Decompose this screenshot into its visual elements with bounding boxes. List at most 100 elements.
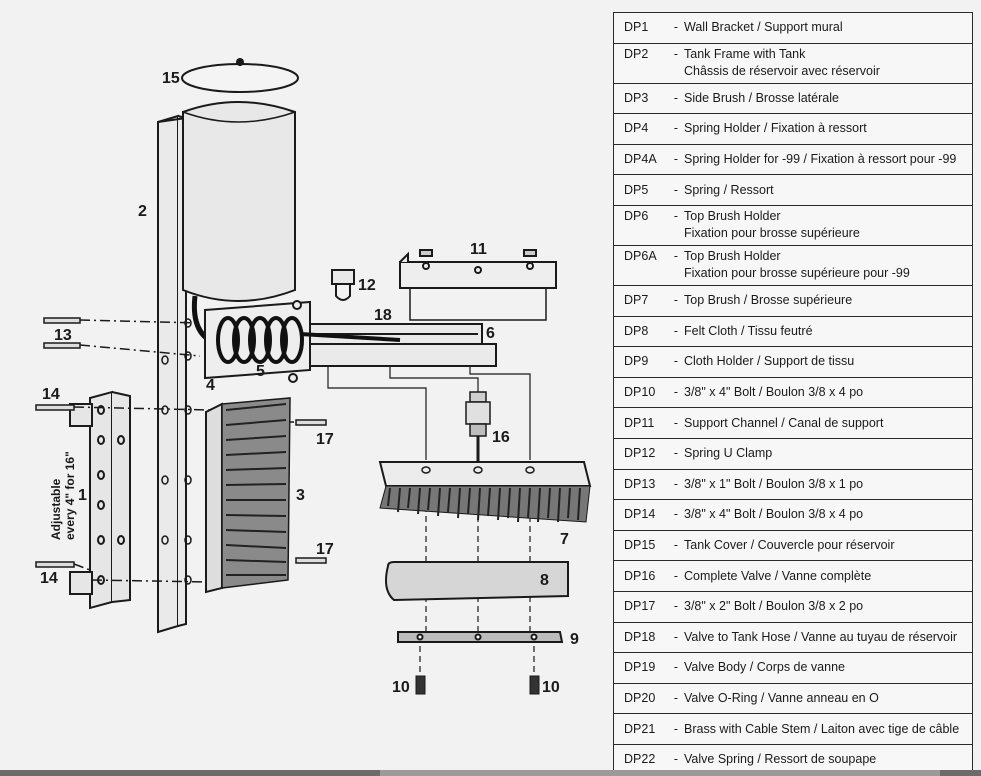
part-dash: - <box>673 385 679 400</box>
part-code: DP13 <box>624 476 656 491</box>
part-code: DP20 <box>624 690 656 705</box>
callout-6: 6 <box>486 325 495 342</box>
part-dash: - <box>673 293 679 308</box>
parts-line-1: DP7-Top Brush / Brosse supérieure <box>624 292 972 309</box>
parts-row: DP4A-Spring Holder for -99 / Fixation à … <box>613 143 973 176</box>
part-dash: - <box>673 599 679 614</box>
adjustable-note: Adjustable every 4" for 16" <box>49 451 77 540</box>
part-dash: - <box>673 90 679 105</box>
callout-2: 2 <box>138 203 147 220</box>
parts-cell: DP17-3/8" x 2" Bolt / Boulon 3/8 x 2 po <box>613 590 973 623</box>
parts-line-1: DP14-3/8" x 4" Bolt / Boulon 3/8 x 4 po <box>624 506 972 523</box>
parts-row: DP4-Spring Holder / Fixation à ressort <box>613 113 973 145</box>
callout-11: 11 <box>470 241 487 258</box>
tank-frame <box>157 114 187 634</box>
part-description: Top Brush Holder <box>684 209 781 224</box>
part-description: Complete Valve / Vanne complète <box>684 568 872 583</box>
parts-row: DP19-Valve Body / Corps de vanne <box>613 652 973 684</box>
parts-line-1: DP22-Valve Spring / Ressort de soupape <box>624 751 972 768</box>
side-brush <box>205 397 291 594</box>
part-code: DP15 <box>624 538 656 553</box>
parts-line-1: DP12-Spring U Clamp <box>624 445 972 462</box>
part-dash: - <box>673 507 679 522</box>
valve-hose <box>299 332 401 342</box>
wall-bracket <box>69 390 131 610</box>
parts-row: DP3 -Side Brush / Brosse latérale <box>613 82 973 115</box>
bolts-13 <box>43 317 201 357</box>
part-code: DP10 <box>624 385 656 400</box>
spring <box>216 316 304 364</box>
parts-cell: DP4-Spring Holder / Fixation à ressort <box>613 113 973 145</box>
parts-row: DP11-Support Channel / Canal de support <box>613 407 973 439</box>
callout-14b: 14 <box>40 570 58 587</box>
part-description: Valve O-Ring / Vanne anneau en O <box>684 690 879 705</box>
part-description: Brass with Cable Stem / Laiton avec tige… <box>684 721 960 736</box>
parts-cell: DP3 -Side Brush / Brosse latérale <box>613 82 973 115</box>
parts-line-1: DP6-Top Brush Holder <box>624 208 972 225</box>
part-dash: - <box>673 354 679 369</box>
part-code: DP8 <box>624 323 649 338</box>
part-description: Top Brush Holder <box>684 249 781 264</box>
part-description: Valve to Tank Hose / Vanne au tuyau de r… <box>684 629 958 644</box>
top-brush <box>378 461 592 523</box>
part-code: DP12 <box>624 446 656 461</box>
part-description: Spring Holder / Fixation à ressort <box>684 121 867 136</box>
part-dash: - <box>673 629 679 644</box>
parts-cell: DP8-Felt Cloth / Tissu feutré <box>613 315 973 348</box>
part-dash: - <box>673 690 679 705</box>
parts-cell: DP4A-Spring Holder for -99 / Fixation à … <box>613 143 973 176</box>
part-dash: - <box>673 20 679 35</box>
bottom-scrollbar[interactable] <box>0 770 981 776</box>
parts-row: DP13-3/8" x 1" Bolt / Boulon 3/8 x 1 po <box>613 468 973 501</box>
parts-row: DP1-Wall Bracket / Support mural <box>613 12 973 44</box>
part-code: DP22 <box>624 752 656 767</box>
callout-labels: 15 2 12 11 18 6 13 4 5 14 17 16 1 3 7 17… <box>40 70 579 696</box>
tank <box>182 101 296 302</box>
scrollbar-thumb[interactable] <box>380 770 940 776</box>
parts-row: DP17-3/8" x 2" Bolt / Boulon 3/8 x 2 po <box>613 590 973 623</box>
parts-row: DP16-Complete Valve / Vanne complète <box>613 560 973 592</box>
part-code: DP3 <box>624 90 649 105</box>
spring-u-clamp <box>331 269 355 301</box>
exploded-parts-diagram: 15 2 12 11 18 6 13 4 5 14 17 16 1 3 7 17… <box>35 58 592 696</box>
parts-row: DP9-Cloth Holder / Support de tissu <box>613 346 973 378</box>
part-dash: - <box>673 152 679 167</box>
callout-12: 12 <box>358 277 376 294</box>
parts-line-1: DP13-3/8" x 1" Bolt / Boulon 3/8 x 1 po <box>624 476 972 493</box>
parts-row: DP12-Spring U Clamp <box>613 437 973 470</box>
parts-cell: DP16-Complete Valve / Vanne complète <box>613 560 973 592</box>
cloth-holder <box>397 631 564 643</box>
parts-line-1: DP2-Tank Frame with Tank <box>624 46 972 63</box>
parts-row: DP14-3/8" x 4" Bolt / Boulon 3/8 x 4 po <box>613 499 973 531</box>
parts-line-1: DP11-Support Channel / Canal de support <box>624 415 972 432</box>
callout-8: 8 <box>540 572 549 589</box>
callout-17b: 17 <box>316 541 334 558</box>
part-code: DP9 <box>624 354 649 369</box>
parts-row: DP10 -3/8" x 4" Bolt / Boulon 3/8 x 4 po <box>613 376 973 409</box>
parts-line-1: DP4-Spring Holder / Fixation à ressort <box>624 120 972 137</box>
part-description: Support Channel / Canal de support <box>684 415 884 430</box>
callout-9: 9 <box>570 631 579 648</box>
part-description-line-2: Fixation pour brosse supérieure <box>684 226 860 241</box>
part-description: 3/8" x 4" Bolt / Boulon 3/8 x 4 po <box>684 385 864 400</box>
part-description-line-2: Châssis de réservoir avec réservoir <box>684 64 880 79</box>
parts-line-1: DP1-Wall Bracket / Support mural <box>624 19 972 36</box>
part-dash: - <box>673 476 679 491</box>
parts-cell: DP18-Valve to Tank Hose / Vanne au tuyau… <box>613 621 973 654</box>
part-code: DP4 <box>624 121 649 136</box>
part-description: Side Brush / Brosse latérale <box>684 90 839 105</box>
parts-cell: DP5-Spring / Ressort <box>613 174 973 206</box>
parts-row: DP5-Spring / Ressort <box>613 174 973 206</box>
part-dash: - <box>673 568 679 583</box>
callout-10a: 10 <box>392 679 410 696</box>
part-dash: - <box>673 752 679 767</box>
parts-cell: DP9-Cloth Holder / Support de tissu <box>613 346 973 378</box>
part-dash: - <box>673 721 679 736</box>
part-dash: - <box>673 249 679 264</box>
guide-lines <box>327 366 535 676</box>
